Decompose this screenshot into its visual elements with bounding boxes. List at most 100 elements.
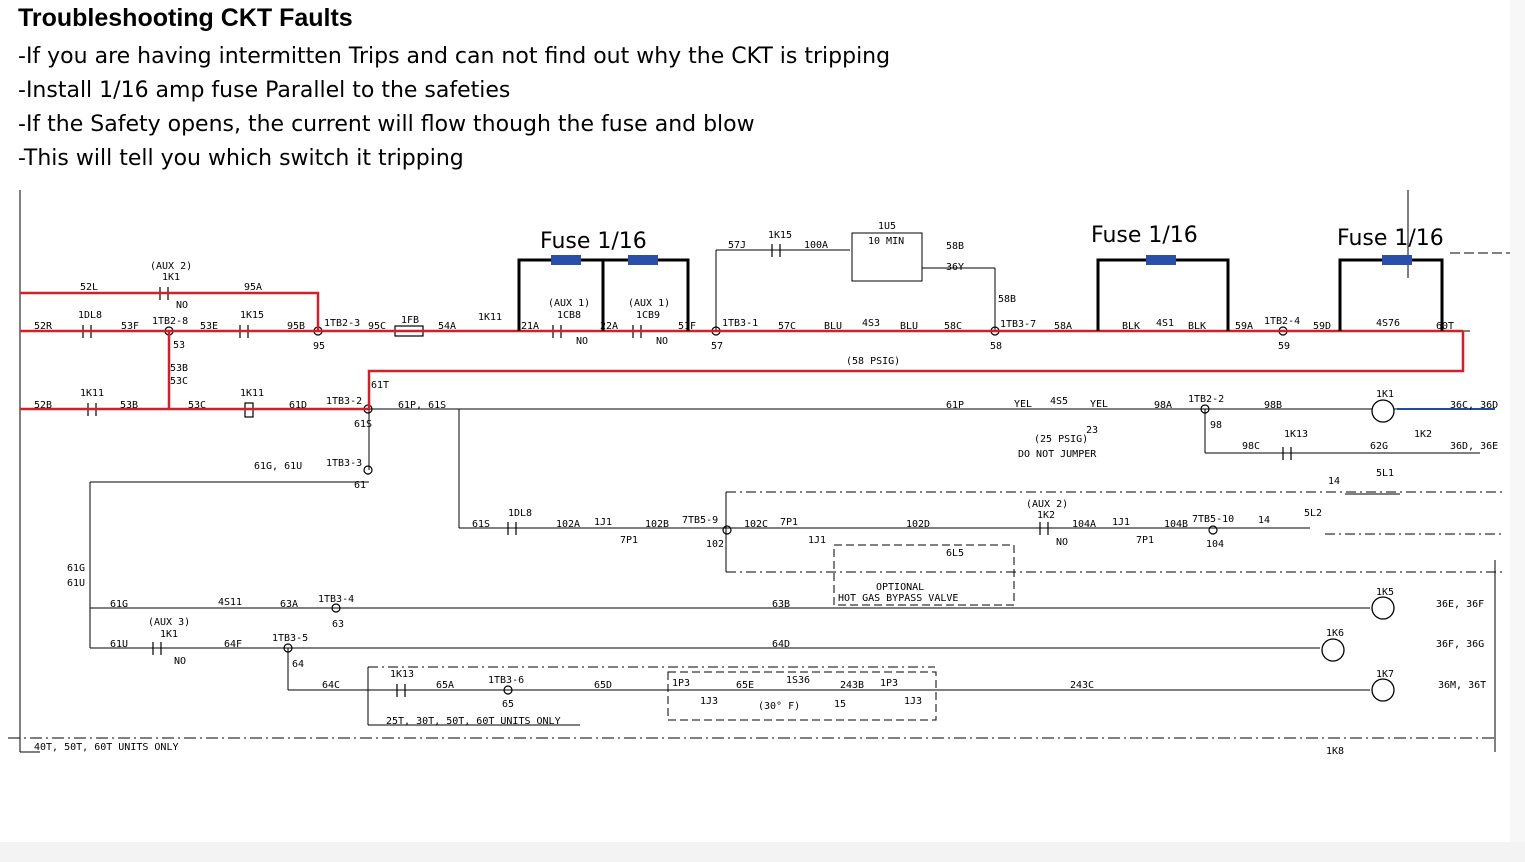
contact-label: NO xyxy=(576,336,588,347)
device-label: 1DL8 xyxy=(508,508,532,519)
fuse-jumper-1 xyxy=(517,258,690,331)
plug-label: 7P1 xyxy=(620,535,638,546)
row7-labels: 64 64C 1K13 65A 1TB3-6 65 65D 1P3 1J3 65… xyxy=(292,659,1486,727)
terminal-number: 61S xyxy=(354,419,372,430)
fuse-label-3: Fuse 1/16 xyxy=(1337,226,1444,251)
setpoint-label: (30° F) xyxy=(758,701,800,712)
terminal-number: 65 xyxy=(502,699,514,710)
wire-label: 63A xyxy=(280,599,298,610)
terminal-number: 59 xyxy=(1278,341,1290,352)
wire-label: 61U xyxy=(67,578,85,589)
device-label: 1CB8 xyxy=(557,310,581,321)
wire-label: 59D xyxy=(1313,321,1331,332)
wire-label: 59A xyxy=(1235,321,1253,332)
cut-off-coil-label: 1K8 xyxy=(1326,746,1344,757)
terminal-label: 1TB2-4 xyxy=(1264,316,1300,327)
wire-label: 58A xyxy=(1054,321,1072,332)
wire-label: 104B xyxy=(1164,519,1188,530)
wire-color-label: BLU xyxy=(900,321,918,332)
wire-label: 52L xyxy=(80,282,98,293)
wire-label: 64F xyxy=(224,639,242,650)
slide xyxy=(0,0,1510,842)
wire-color-label: YEL xyxy=(1090,399,1108,410)
wire-color-label: BLU xyxy=(824,321,842,332)
row5-labels: 61G 61U 61G 4S11 63A 1TB3-4 63 63B 1K5 3… xyxy=(67,563,1484,630)
wire-label: 58C xyxy=(944,321,962,332)
black-wiring xyxy=(20,232,1510,726)
ladder-schematic: Fuse 1/16 Fuse 1/16 Fuse 1/16 52L (AUX 2… xyxy=(8,190,1510,757)
warning-label: DO NOT JUMPER xyxy=(1018,449,1097,460)
contact-label: NO xyxy=(174,656,186,667)
sheet-ref: 36E, 36F xyxy=(1436,599,1484,610)
terminal-label: 7TB5-10 xyxy=(1192,514,1234,525)
terminal-label: 1TB3-2 xyxy=(326,396,362,407)
wire-label: 61G xyxy=(67,563,85,574)
setpoint-label: (25 PSIG) xyxy=(1034,434,1088,445)
schematic-frame xyxy=(8,190,1496,753)
units-note: 25T, 30T, 50T, 60T UNITS ONLY xyxy=(386,716,561,727)
terminal-label: 1TB3-5 xyxy=(272,633,308,644)
terminal-number: 104 xyxy=(1206,539,1224,550)
wire-label: 64C xyxy=(322,680,340,691)
optional-label: OPTIONAL xyxy=(876,582,924,593)
terminal-number: 64 xyxy=(292,659,304,670)
bottom-margin xyxy=(0,842,1525,862)
terminal-number: 61 xyxy=(354,480,366,491)
plug-label: 1J3 xyxy=(700,696,718,707)
wire-label: 21A xyxy=(521,321,539,332)
wire-label: 58B xyxy=(946,241,964,252)
terminal-number: 98 xyxy=(1210,420,1222,431)
row2-labels: 53B 53C 61T 52B 1K11 53B 53C 1K11 61D 1T… xyxy=(34,363,1498,460)
wire-color-label: YEL xyxy=(1014,399,1032,410)
sheet-ref: 36C, 36D xyxy=(1450,400,1498,411)
timer-label: 10 MIN xyxy=(868,236,904,247)
wire-label: 102B xyxy=(645,519,669,530)
relay-coils xyxy=(1321,399,1395,702)
fuse-body-1a xyxy=(551,255,581,265)
device-label: 1K15 xyxy=(768,230,792,241)
device-label: 1U5 xyxy=(878,221,896,232)
switch-label: 4S1 xyxy=(1156,318,1174,329)
switch-label: 4S5 xyxy=(1050,396,1068,407)
terminal-label: 1TB3-7 xyxy=(1000,319,1036,330)
solenoid-label: 5L2 xyxy=(1304,508,1322,519)
solenoid-label: 6L5 xyxy=(946,548,964,559)
wire-label: 243C xyxy=(1070,680,1094,691)
plug-label: 1P3 xyxy=(880,678,898,689)
device-label: 1K2 xyxy=(1037,510,1055,521)
device-label: 1K13 xyxy=(1284,429,1308,440)
coil-label: 1K7 xyxy=(1376,669,1394,680)
sheet-ref: 36F, 36G xyxy=(1436,639,1484,650)
device-label: (AUX 1) xyxy=(628,298,670,309)
device-label: (AUX 3) xyxy=(148,617,190,628)
wire-color-label: BLK xyxy=(1122,321,1140,332)
sheet-ref: 36M, 36T xyxy=(1438,680,1486,691)
terminal-label: 1TB3-1 xyxy=(722,318,758,329)
setpoint-label: (58 PSIG) xyxy=(846,356,900,367)
wire-label: 61D xyxy=(289,400,307,411)
wire-label: 98A xyxy=(1154,400,1172,411)
wire-label: 62G xyxy=(1370,441,1388,452)
device-label: (AUX 2) xyxy=(1026,499,1068,510)
device-label: 1K15 xyxy=(240,310,264,321)
device-label: 1K1 xyxy=(160,629,178,640)
wire-label: 61T xyxy=(371,380,389,391)
device-label: 1K11 xyxy=(478,312,502,323)
device-label: 1K11 xyxy=(240,388,264,399)
wire-label: 57J xyxy=(728,240,746,251)
wire-label: 60T xyxy=(1436,321,1454,332)
wire-label: 243B xyxy=(840,680,864,691)
terminal-number: 58 xyxy=(990,341,1002,352)
device-label: 1CB9 xyxy=(636,310,660,321)
wire-label: 53B xyxy=(170,363,188,374)
bullet-2: -Install 1/16 amp fuse Parallel to the s… xyxy=(18,78,511,103)
bullet-4: -This will tell you which switch it trip… xyxy=(18,146,464,171)
switch-label: 1S36 xyxy=(786,675,810,686)
wire-label: 104A xyxy=(1072,519,1096,530)
contact-label: NO xyxy=(176,300,188,311)
wire-label: 100A xyxy=(804,240,828,251)
wire-label: 53E xyxy=(200,321,218,332)
device-label: 1K13 xyxy=(390,669,414,680)
terminal-label: 1TB3-6 xyxy=(488,675,524,686)
wire-label: 95A xyxy=(244,282,262,293)
